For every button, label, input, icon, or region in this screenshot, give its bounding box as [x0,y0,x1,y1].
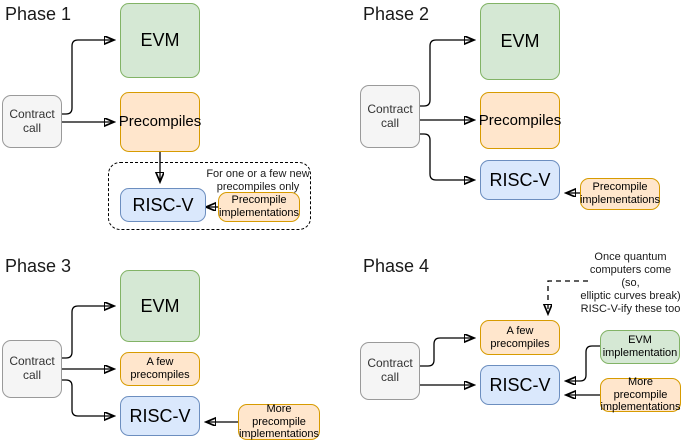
edge-p3-contract-to-riscv [62,379,114,416]
phase2-precompile-implementations-node[interactable]: Precompile implementations [580,178,660,210]
phase4-quantum-note-text: Once quantum computers come (so, ellipti… [580,251,681,315]
phase2-title: Phase 2 [363,4,430,24]
phase1-evm-node[interactable]: EVM [120,3,200,78]
phase1-dashed-group [108,162,311,230]
phase4-evm-implementation-node[interactable]: EVM implementation [600,330,680,364]
phase3-contract-call-node[interactable]: Contract call [2,340,62,398]
phase3-a-few-precompiles-node[interactable]: A few precompiles [120,352,200,386]
phase3-evm-node[interactable]: EVM [120,270,200,342]
phase1-note-text: For one or a few new precompiles only [206,168,310,193]
phase4-more-precompile-implementations-node[interactable]: More precompile implementations [600,376,681,414]
edge-p4-contract-to-precompiles [420,338,474,367]
phase2-riscv-node[interactable]: RISC-V [480,160,560,200]
phase4-a-few-precompiles-node[interactable]: A few precompiles [480,320,560,355]
phase1-riscv-node[interactable]: RISC-V [120,188,206,222]
phase2-evm-node[interactable]: EVM [480,3,560,80]
edge-p1-contract-to-evm [62,40,114,115]
phase2-contract-call-node[interactable]: Contract call [360,85,420,148]
phase2-precompiles-node[interactable]: Precompiles [479,92,561,149]
phase1-precompile-implementations-node[interactable]: Precompile implementations [218,192,300,222]
phase3-riscv-node[interactable]: RISC-V [120,396,200,436]
edge-p3-contract-to-evm [62,306,114,359]
phase3-more-precompile-implementations-node[interactable]: More precompile implementations [238,403,320,441]
edge-p2-contract-to-riscv [420,133,474,180]
phase4-riscv-node[interactable]: RISC-V [480,365,560,405]
phase1-title: Phase 1 [5,4,72,24]
edge-p2-contract-to-evm [420,40,474,107]
phase1-precompiles-node[interactable]: Precompiles [119,92,201,152]
edge-p4-evmimpl-to-riscv [566,345,600,381]
phase4-title: Phase 4 [363,256,430,276]
phase4-contract-call-node[interactable]: Contract call [360,342,420,400]
phase3-title: Phase 3 [5,256,72,276]
phase1-contract-call-node[interactable]: Contract call [2,95,62,148]
